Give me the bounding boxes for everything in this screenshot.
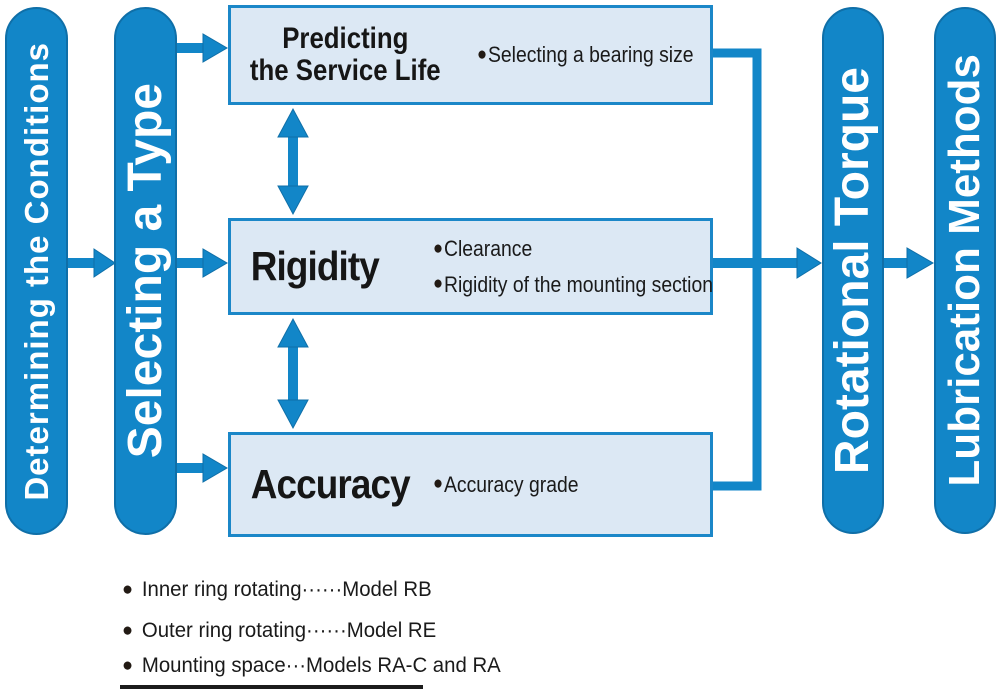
box-rigidity: Rigidity ● Clearance ● Rigidity of the m… [228, 218, 713, 315]
bullet-icon: ● [122, 620, 134, 641]
double-arrow-service-rigidity [277, 107, 309, 216]
legend-item-inner-ring: ● Inner ring rotating······Model RB [122, 578, 432, 602]
bullet-item: ● Clearance [433, 231, 713, 266]
pill-rotational-torque: Rotational Torque [822, 7, 884, 534]
bullet-icon: ● [122, 579, 134, 600]
bullet-item: ● Rigidity of the mounting section [433, 267, 713, 302]
arrow-type-to-accuracy [177, 453, 228, 483]
box-predicting-service-life: Predicting the Service Life ● Selecting … [228, 5, 713, 105]
box-accuracy-title: Accuracy [250, 461, 411, 507]
box-service-life-title-line2: the Service Life [249, 54, 441, 87]
double-arrow-rigidity-accuracy [277, 317, 309, 430]
box-service-life-title: Predicting the Service Life [231, 21, 441, 87]
pill-determining-conditions: Determining the Conditions [5, 7, 68, 535]
box-rigidity-bullets: ● Clearance ● Rigidity of the mounting s… [431, 231, 751, 301]
pill-determining-label: Determining the Conditions [18, 41, 55, 501]
legend-item-mounting-space: ● Mounting space···Models RA-C and RA [122, 654, 501, 678]
arrow-type-to-service-life [177, 33, 228, 63]
pill-selecting-type: Selecting a Type [114, 7, 177, 535]
bullet-icon: ● [433, 272, 444, 294]
bottom-crop-bar [120, 685, 423, 689]
box-service-life-title-line1: Predicting [282, 21, 409, 55]
box-accuracy: Accuracy ● Accuracy grade [228, 432, 713, 537]
bullet-icon: ● [433, 473, 444, 495]
bullet-text: Rigidity of the mounting section [443, 271, 714, 297]
arrow-conditions-to-type [67, 248, 116, 278]
pill-rotational-label: Rotational Torque [826, 66, 879, 475]
arrow-torque-to-lubrication [884, 247, 935, 279]
bullet-icon: ● [476, 43, 487, 65]
bullet-icon: ● [122, 655, 134, 676]
bullet-icon: ● [433, 237, 444, 259]
box-rigidity-title: Rigidity [250, 243, 380, 289]
legend-item-outer-ring: ● Outer ring rotating······Model RE [122, 619, 436, 643]
legend-text: Outer ring rotating······Model RE [141, 619, 437, 642]
legend-text: Inner ring rotating······Model RB [141, 578, 432, 601]
bullet-item: ● Selecting a bearing size [477, 37, 694, 72]
bullet-text: Selecting a bearing size [487, 42, 694, 68]
box-service-life-bullets: ● Selecting a bearing size [475, 37, 723, 72]
bullet-item: ● Accuracy grade [433, 467, 677, 502]
legend-text: Mounting space···Models RA-C and RA [141, 654, 501, 677]
arrow-type-to-rigidity [177, 248, 228, 278]
bullet-text: Accuracy grade [443, 471, 579, 497]
pill-selecting-label: Selecting a Type [118, 83, 172, 459]
box-accuracy-bullets: ● Accuracy grade [431, 467, 710, 502]
bullet-text: Clearance [443, 236, 533, 262]
pill-lubrication-methods: Lubrication Methods [934, 7, 996, 534]
pill-lubrication-label: Lubrication Methods [940, 54, 989, 487]
